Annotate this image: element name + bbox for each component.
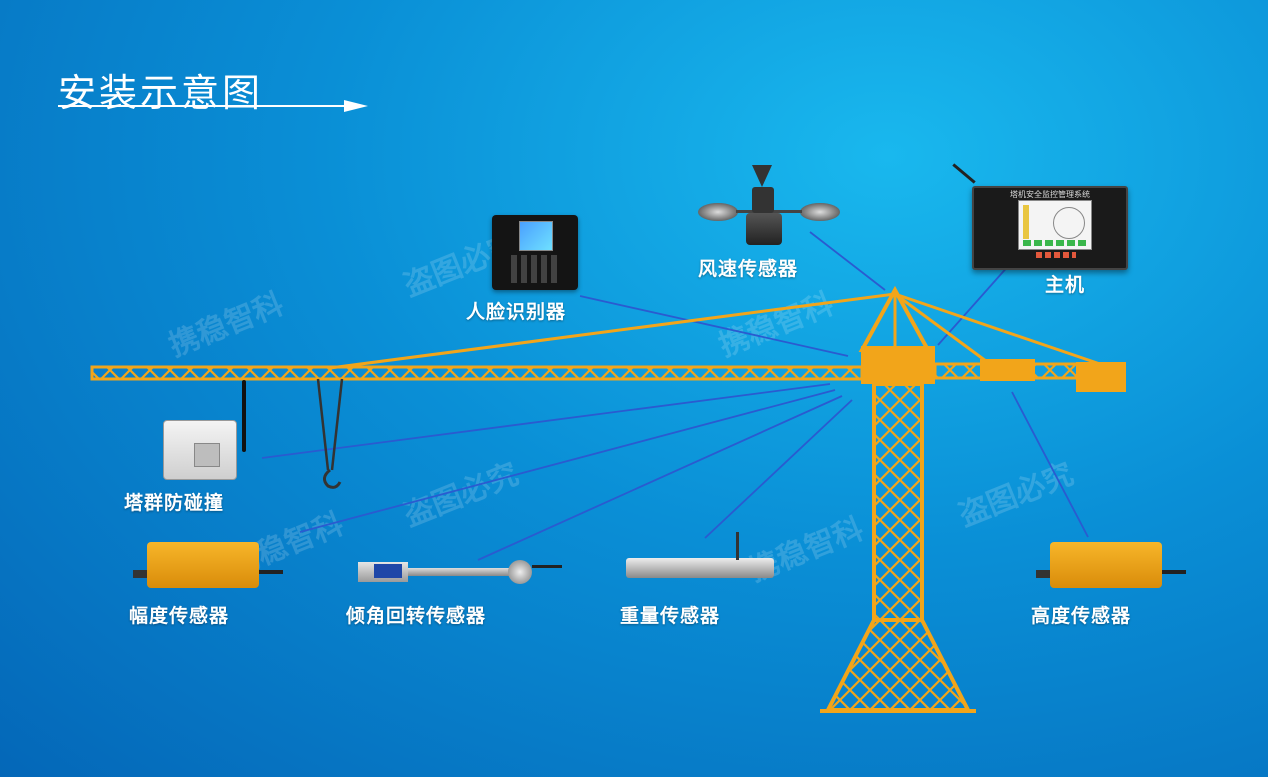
amplitude-sensor-label: 幅度传感器 <box>129 605 230 627</box>
tilt-rotation-sensor-label: 倾角回转传感器 <box>346 605 487 627</box>
wind-sensor-device <box>696 165 842 250</box>
host-device: 塔机安全监控管理系统 <box>972 186 1128 270</box>
connection-lines <box>261 231 1089 561</box>
wind-sensor-label: 风速传感器 <box>698 258 799 280</box>
weight-sensor-device <box>626 530 776 584</box>
face-recognizer-device <box>492 215 578 290</box>
tilt-rotation-sensor-device <box>358 552 568 592</box>
weight-sensor-label: 重量传感器 <box>620 605 721 627</box>
height-sensor-label: 高度传感器 <box>1031 605 1132 627</box>
host-label: 主机 <box>1045 274 1086 296</box>
anti-collision-device <box>163 420 237 480</box>
title-arrow-icon <box>344 100 368 112</box>
anti-collision-label: 塔群防碰撞 <box>124 492 225 514</box>
height-sensor-device <box>1036 542 1186 590</box>
host-screen-title: 塔机安全监控管理系统 <box>1010 190 1090 199</box>
title-underline <box>58 105 348 107</box>
page-title: 安装示意图 <box>58 71 264 115</box>
face-recognizer-label: 人脸识别器 <box>466 301 567 323</box>
amplitude-sensor-device <box>133 542 283 590</box>
